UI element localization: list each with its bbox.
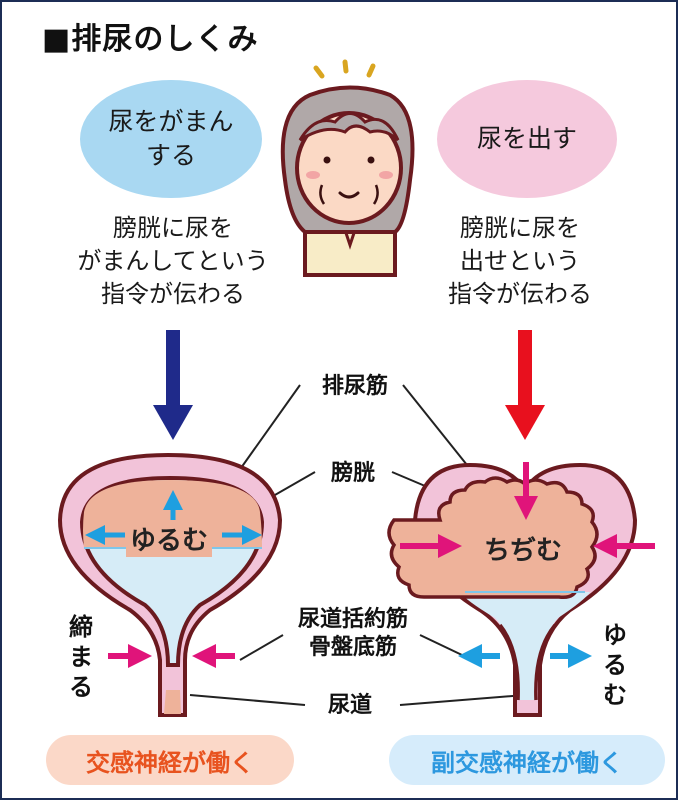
bladder-label: 膀胱 — [330, 461, 375, 486]
release-instruction-text: 膀胱に尿を 出せという 指令が伝わる — [448, 214, 592, 308]
release-command-arrow-icon — [505, 330, 545, 440]
page-title: ■排尿のしくみ — [42, 22, 259, 57]
parasympathetic-nerve-text: 副交感神経が働く — [431, 748, 623, 777]
tighten-text: 締 ま る — [69, 613, 93, 701]
parasympathetic-nerve-badge: 副交感神経が働く — [389, 735, 665, 785]
loosen-text: ゆ る む — [603, 621, 627, 709]
urethra-label: 尿道 — [327, 693, 372, 718]
hold-urine-text: 尿をがまん する — [108, 107, 234, 170]
hold-instruction-text: 膀胱に尿を がまんしてという 指令が伝わる — [77, 214, 269, 308]
release-urine-text: 尿を出す — [476, 124, 577, 153]
detrusor-label: 排尿筋 — [321, 374, 388, 399]
sympathetic-nerve-text: 交感神経が働く — [86, 748, 254, 777]
sphincter-label: 尿道括約筋 骨盤底筋 — [297, 607, 408, 660]
sympathetic-nerve-badge: 交感神経が働く — [46, 735, 294, 785]
elderly-woman-icon — [280, 59, 415, 277]
contracting-bladder — [387, 462, 655, 717]
contract-bladder-text: ちぢむ — [484, 536, 563, 566]
relax-bladder-text: ゆるむ — [126, 520, 213, 557]
hold-command-arrow-icon — [153, 330, 193, 440]
release-urine-bubble: 尿を出す — [437, 80, 617, 198]
hold-urine-bubble: 尿をがまん する — [80, 80, 262, 198]
